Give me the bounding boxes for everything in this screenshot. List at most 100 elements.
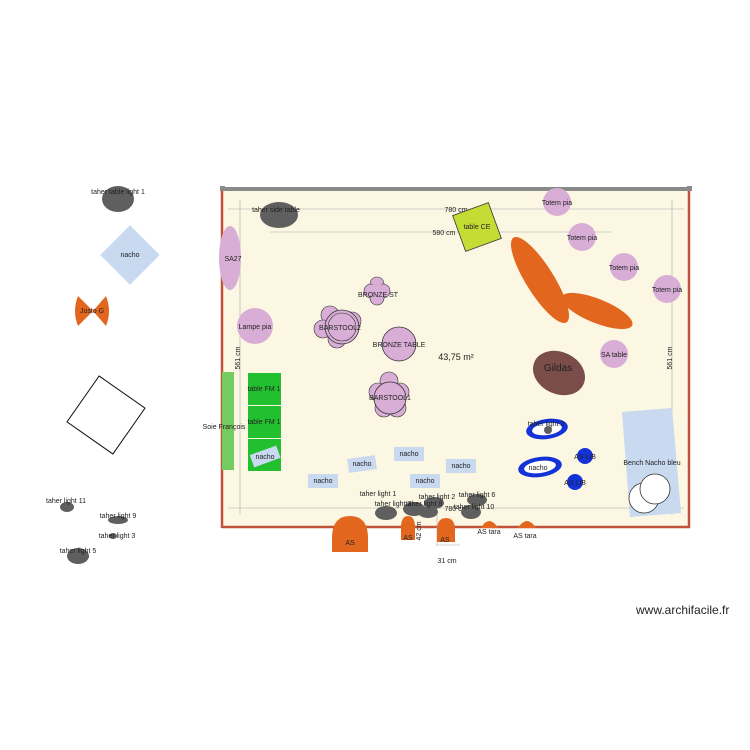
as-lib-1-label: AS LIB — [574, 454, 596, 461]
barstool-1[interactable] — [368, 371, 410, 418]
totem-pia-2-label: Totem pia — [567, 235, 597, 242]
nacho-stool-3[interactable] — [446, 459, 476, 473]
taher-light-9[interactable] — [108, 516, 128, 524]
room-area: 43,75 m² — [438, 352, 474, 362]
soie-francois-label: Soie François — [203, 424, 246, 431]
dim-door-small: 42 cm — [416, 521, 423, 540]
taher-light-2[interactable] — [424, 497, 444, 509]
site-credit[interactable]: www.archifacile.fr — [636, 603, 730, 617]
as-3[interactable] — [437, 518, 455, 542]
as-lib-2[interactable] — [567, 474, 583, 490]
as-tara-2[interactable] — [518, 521, 536, 528]
totem-pia-4[interactable] — [653, 275, 681, 303]
nacho-stool-1-label: nacho — [399, 451, 418, 458]
nacho-stool-3-label: nacho — [451, 463, 470, 470]
bronze-st-label: BRONZE ST — [358, 292, 399, 299]
nacho-blue-inner — [524, 460, 556, 474]
outside-taher-table-light-1-label: taher table light 1 — [91, 189, 145, 196]
table-fm-1b[interactable] — [248, 406, 281, 438]
sa27[interactable] — [219, 226, 241, 290]
taher-light-6-label: taher light 6 — [459, 492, 496, 499]
taher-light-2-label: taher light 2 — [419, 494, 456, 501]
taher-light-6[interactable] — [467, 494, 487, 506]
table-fm-1b-label: table FM 1 — [247, 419, 280, 426]
taher-light-5[interactable] — [67, 548, 89, 564]
dim-right-depth: 561 cm — [667, 346, 674, 369]
outside-nacho-rug[interactable] — [100, 225, 160, 285]
totem-pia-1[interactable] — [543, 188, 571, 216]
wall-corner-tr — [687, 186, 692, 191]
totem-pia-1-label: Totem pia — [542, 200, 572, 207]
nacho-stool-4-label: nacho — [313, 478, 332, 485]
as-tara-2-label: AS tara — [513, 533, 536, 540]
taher-light-10[interactable] — [461, 505, 481, 519]
gildas[interactable] — [526, 343, 593, 404]
bronze-table[interactable] — [381, 326, 417, 362]
nacho-blue-label: nacho — [528, 465, 547, 472]
dim-left-depth: 561 cm — [235, 346, 242, 369]
barstool-2-label: BARSTOOL2 — [319, 325, 361, 332]
as-1[interactable] — [332, 516, 368, 552]
dim-top-width: 780 cm — [445, 207, 468, 214]
nacho-stool-1[interactable] — [394, 447, 424, 461]
taher-light-11[interactable] — [60, 502, 74, 512]
taher-side-table-label: taher side table — [252, 207, 300, 214]
orange-sofa-seat[interactable] — [557, 286, 636, 337]
taher-light-5-label: taher light 5 — [60, 548, 97, 555]
dim-inner-width: 580 cm — [433, 230, 456, 237]
taher-light-2-dot — [544, 426, 552, 434]
table-fm-1a-label: table FM 1 — [247, 386, 280, 393]
bronze-table-label: BRONZE TABLE — [373, 342, 426, 349]
nacho-stool-4[interactable] — [308, 474, 338, 488]
justo-g[interactable] — [75, 296, 109, 326]
taher-light-9-label: taher light 9 — [100, 513, 137, 520]
taher-light-3[interactable] — [109, 533, 117, 539]
taher-light-2-blue-label: taher light 2 — [528, 421, 565, 428]
bench-stool-2[interactable] — [639, 473, 671, 505]
totem-pia-4-label: Totem pia — [652, 287, 682, 294]
taher-light-1-label: taher light 1 — [360, 491, 397, 498]
totem-pia-2[interactable] — [568, 223, 596, 251]
taher-side-table[interactable] — [260, 202, 298, 228]
wall-corner-tl — [220, 186, 225, 191]
taher-light-1[interactable] — [375, 506, 397, 520]
outside-taher-table-light-1[interactable] — [102, 186, 134, 212]
lampe-pia[interactable] — [237, 308, 273, 344]
nacho-on-fm[interactable] — [249, 445, 281, 468]
outside-nacho-label: nacho — [120, 252, 139, 259]
taher-light-8[interactable] — [418, 506, 438, 518]
sa-table[interactable] — [600, 340, 628, 368]
justo-g-label: Justo G — [80, 308, 104, 315]
taher-light-7-label: taher light 7 — [375, 501, 412, 508]
taher-light-3-label: taher light 3 — [99, 533, 136, 540]
as-tara-1[interactable] — [481, 521, 498, 528]
nacho-stool-5-label: nacho — [415, 478, 434, 485]
sa-table-label: SA table — [601, 352, 627, 359]
taher-light-8-label: taher light 8 — [406, 501, 443, 508]
as-lib-2-label: AS LIB — [564, 480, 586, 487]
as-3-label: AS — [440, 537, 450, 544]
nacho-stool-5[interactable] — [410, 474, 440, 488]
outside-white-square[interactable] — [66, 375, 146, 455]
gildas-label: Gildas — [544, 363, 572, 374]
nacho-on-fm-label: nacho — [255, 454, 274, 461]
nacho-stool-2[interactable] — [347, 455, 377, 473]
bronze-st[interactable] — [363, 276, 391, 306]
nacho-stool-2-label: nacho — [352, 461, 371, 468]
soie-francois-rail[interactable] — [222, 372, 234, 470]
taher-light-11-label: taher light 11 — [46, 498, 86, 505]
table-fm-1a[interactable] — [248, 373, 281, 405]
totem-pia-3-label: Totem pia — [609, 265, 639, 272]
as-tara-1-label: AS tara — [477, 529, 500, 536]
bench-nacho-label: Bench Nacho bleu — [623, 460, 680, 467]
as-2[interactable] — [401, 516, 415, 540]
sa27-label: SA27 — [224, 256, 241, 263]
totem-pia-3[interactable] — [610, 253, 638, 281]
dim-door-bottom: 31 cm — [437, 558, 456, 565]
table-ce[interactable] — [452, 202, 502, 252]
as-2-label: AS — [403, 535, 413, 542]
barstool-2[interactable] — [313, 305, 362, 349]
as-lib-1[interactable] — [577, 448, 593, 464]
orange-sofa-arm[interactable] — [502, 230, 579, 330]
